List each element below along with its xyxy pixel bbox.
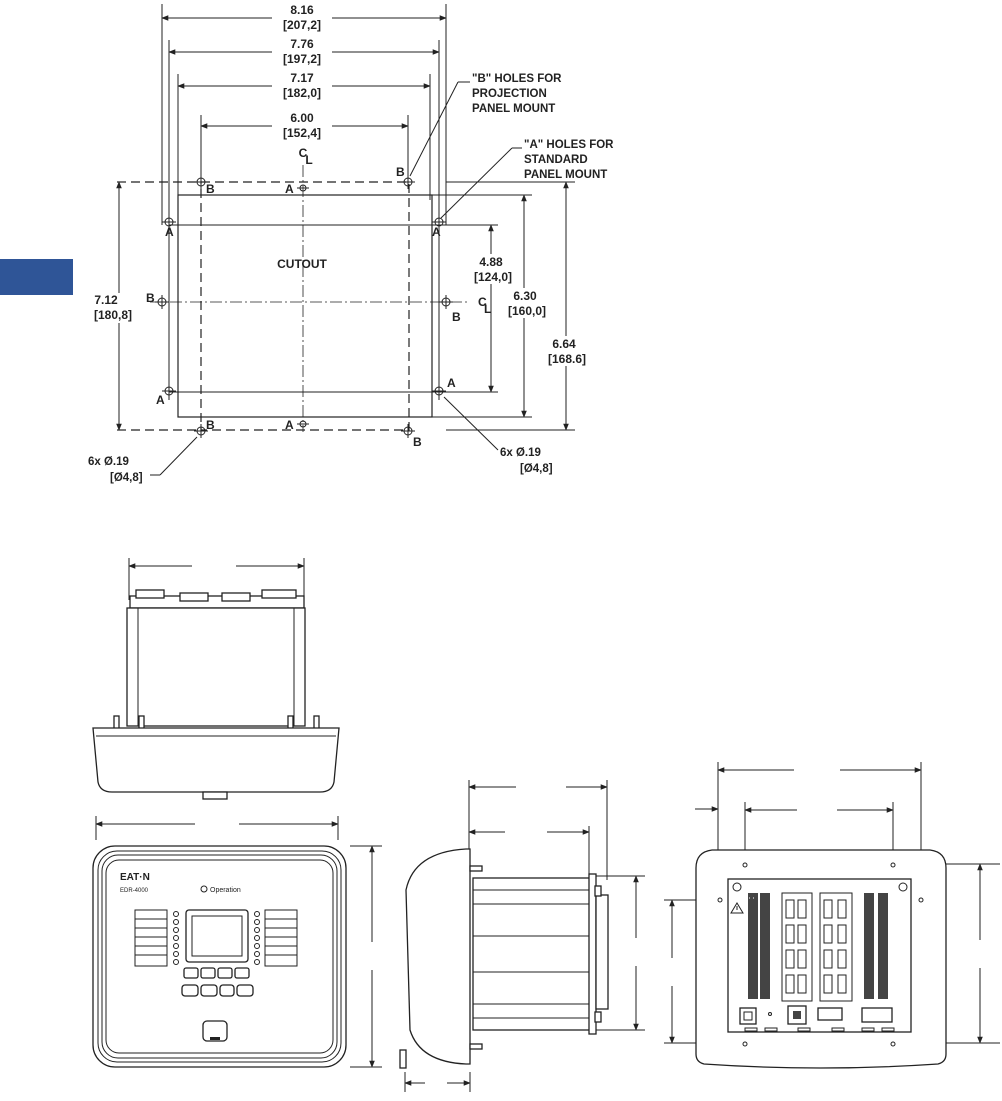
dim-6-00-mm: [152,4] (283, 126, 321, 140)
ground-icon (768, 1012, 772, 1016)
dim-4-88-mm: [124,0] (474, 270, 512, 284)
softkey-2[interactable] (200, 967, 216, 979)
led-labels-right (264, 909, 298, 967)
dim-7-76: 7.76 (290, 37, 314, 51)
note-b-holes-line2: PROJECTION (472, 88, 547, 100)
ethernet-port (739, 1007, 757, 1025)
softkey-3[interactable] (217, 967, 233, 979)
device-front-view: EAT·N EDR-4000 Operation (92, 816, 382, 1068)
softkey-4[interactable] (234, 967, 250, 979)
dim-8-16-mm: [207,2] (283, 18, 321, 32)
note-b-holes-line3: PANEL MOUNT (472, 103, 555, 115)
centerline-sub-right: L (484, 302, 491, 316)
hole-callout-left-line2: [Ø4,8] (110, 472, 143, 484)
dim-7-76-mm: [197,2] (283, 52, 321, 66)
section-tab-marker (0, 259, 73, 295)
function-key-4[interactable] (236, 984, 254, 997)
hole-label-b: B (413, 435, 422, 449)
cutout-rectangle (177, 194, 433, 418)
hole-label-a: A (285, 418, 294, 432)
dim-6-30: 6.30 (513, 289, 537, 303)
dim-6-64-mm: [168.6] (548, 352, 586, 366)
note-a-holes-line2: STANDARD (524, 154, 588, 166)
dim-7-17: 7.17 (290, 71, 314, 85)
dim-7-12-mm: [180,8] (94, 308, 132, 322)
lcd-display (185, 909, 249, 963)
hole-callout-right-line2: [Ø4,8] (520, 463, 553, 475)
hole-callout-left-line1: 6x Ø.19 (88, 456, 129, 468)
hole-label-a: A (447, 376, 456, 390)
logo-text: Operation (210, 887, 241, 894)
hole-callout-right-line1: 6x Ø.19 (500, 447, 541, 459)
aux-terminal (861, 1007, 893, 1023)
dim-6-64: 6.64 (552, 337, 576, 351)
dim-6-00: 6.00 (290, 111, 314, 125)
projection-outline (200, 181, 410, 431)
centerline-symbol-right: C (478, 295, 487, 309)
terminal-block-x2 (781, 892, 813, 1002)
model-label: EDR-4000 (120, 888, 149, 894)
led-column-right (254, 911, 260, 965)
device-side-view (399, 780, 645, 1092)
device-rear-view (664, 762, 1000, 1069)
hole-label-b: B (206, 182, 215, 196)
terminal-block-x3 (819, 892, 853, 1002)
terminal-block-x1 (748, 893, 770, 999)
hole-markers (155, 175, 453, 438)
cutout-drawing: 8.16 [207,2] 7.76 [197,2] 7.17 [182,0] 6… (88, 2, 614, 484)
hole-label-b: B (146, 291, 155, 305)
dim-7-17-mm: [182,0] (283, 86, 321, 100)
device-top-view (92, 558, 340, 800)
hole-label-a: A (165, 225, 174, 239)
dim-7-12: 7.12 (94, 293, 118, 307)
led-column-left (173, 911, 179, 965)
hole-label-a: A (156, 393, 165, 407)
warning-icon (730, 902, 744, 914)
hole-label-a: A (432, 225, 441, 239)
hole-label-b: B (396, 165, 405, 179)
centerline-sub-top: L (305, 153, 312, 167)
cutout-label: CUTOUT (277, 257, 327, 271)
function-key-1[interactable] (181, 984, 199, 997)
hole-label-a: A (285, 182, 294, 196)
softkey-1[interactable] (183, 967, 199, 979)
usb-port-cover (202, 1020, 228, 1042)
centerline-symbol-top: C (299, 146, 308, 160)
dim-4-88: 4.88 (479, 255, 503, 269)
note-b-holes-line1: "B" HOLES FOR (472, 73, 562, 85)
function-key-3[interactable] (219, 984, 235, 997)
dim-8-16: 8.16 (290, 3, 314, 17)
led-labels-left (134, 909, 168, 967)
brand-logo: EAT·N (120, 872, 150, 883)
note-a-holes-line3: PANEL MOUNT (524, 169, 607, 181)
logo-icon (200, 885, 208, 893)
note-a-holes-line1: "A" HOLES FOR (524, 139, 614, 151)
rs485-port (817, 1007, 843, 1021)
function-key-2[interactable] (200, 984, 218, 997)
hole-label-b: B (452, 310, 461, 324)
terminal-block-x4 (864, 893, 888, 999)
hole-label-b: B (206, 418, 215, 432)
dim-6-30-mm: [160,0] (508, 304, 546, 318)
